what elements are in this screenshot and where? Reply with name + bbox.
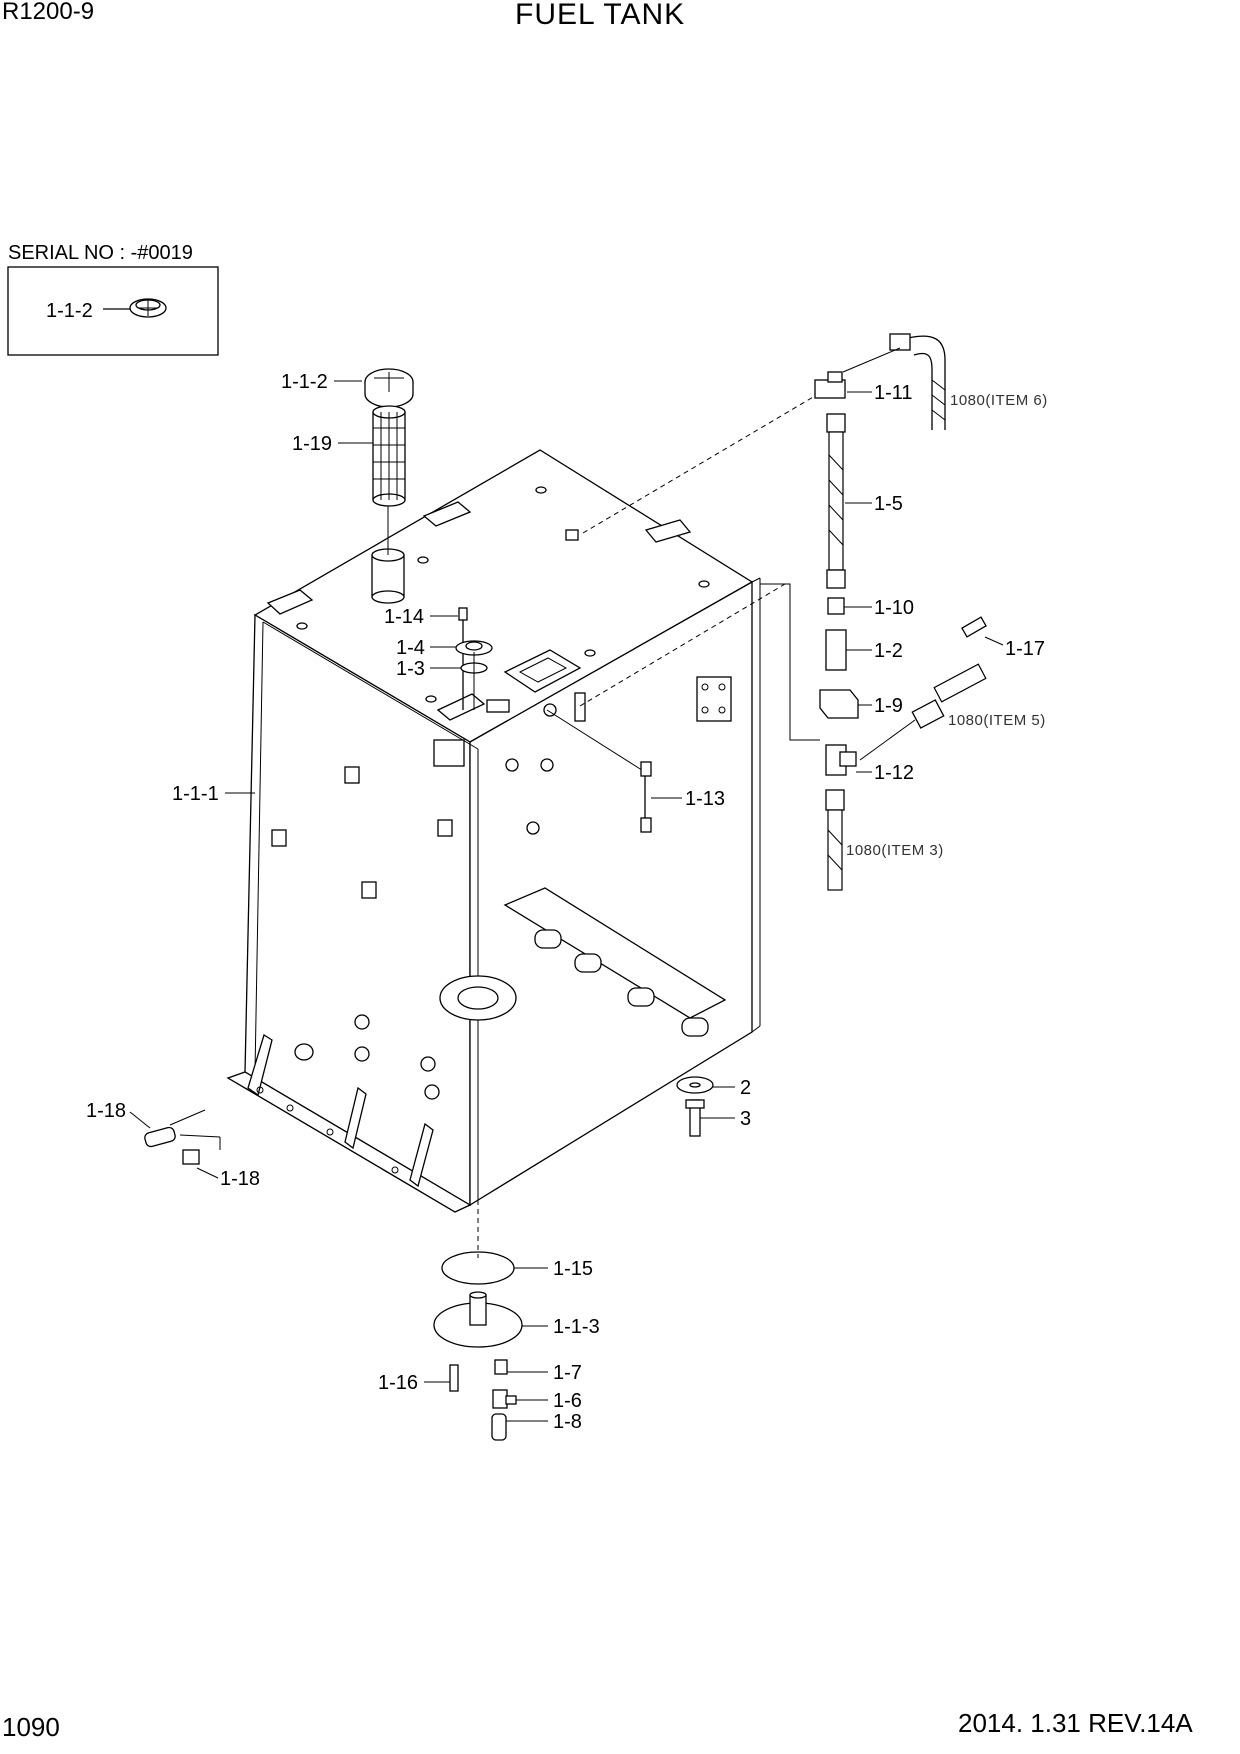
- vent-stack: [455, 607, 493, 710]
- leader-lines: [129, 380, 1004, 1422]
- label-1-17: 1-17: [1005, 638, 1045, 660]
- mounting-bar: [503, 887, 727, 1037]
- label-1-9: 1-9: [874, 695, 903, 717]
- part-labels: 1-1-2 1-19 1-14 1-4 1-3 1-1-1 1-11 1-5 1…: [86, 371, 1048, 1433]
- filler-cap-assembly: [364, 368, 414, 507]
- label-1-5: 1-5: [874, 493, 903, 515]
- label-1-1-3: 1-1-3: [553, 1316, 600, 1338]
- page-number: 1090: [2, 1712, 60, 1742]
- reference-item-3: 1080(ITEM 3): [846, 842, 944, 859]
- label-1-3: 1-3: [396, 658, 425, 680]
- page-title: FUEL TANK: [515, 0, 686, 31]
- right-piping: [814, 333, 987, 891]
- label-1-10: 1-10: [874, 597, 914, 619]
- label-3: 3: [740, 1108, 751, 1130]
- washer-bolt: [676, 1076, 714, 1137]
- gussets: [247, 1033, 434, 1188]
- label-1-2: 1-2: [874, 640, 903, 662]
- label-1-18-lower: 1-18: [220, 1168, 260, 1190]
- drain-flange: [439, 975, 517, 1021]
- label-1-4: 1-4: [396, 637, 425, 659]
- label-1-14: 1-14: [384, 606, 424, 628]
- serial-inset-box: 1-1-2: [7, 266, 219, 356]
- label-1-1-2: 1-1-2: [281, 371, 328, 393]
- label-1-11: 1-11: [874, 382, 913, 404]
- fuel-cap-icon: [129, 298, 167, 318]
- fuel-tank-body: [226, 449, 761, 1213]
- level-gauge: [546, 709, 652, 833]
- top-face-fittings: [266, 486, 710, 721]
- drain-plugs: [144, 1109, 221, 1165]
- label-1-19: 1-19: [292, 433, 332, 455]
- reference-item-5: 1080(ITEM 5): [948, 712, 1046, 729]
- label-1-12: 1-12: [874, 762, 914, 784]
- label-1-6: 1-6: [553, 1390, 582, 1412]
- side-bosses: [271, 676, 732, 1100]
- label-1-15: 1-15: [553, 1258, 593, 1280]
- label-2: 2: [740, 1077, 751, 1099]
- label-1-16: 1-16: [378, 1372, 418, 1394]
- reference-item-6: 1080(ITEM 6): [950, 392, 1048, 409]
- revision-date: 2014. 1.31 REV.14A: [958, 1708, 1193, 1738]
- label-1-13: 1-13: [685, 788, 725, 810]
- serial-number-label: SERIAL NO : -#0019: [8, 242, 193, 264]
- label-1-1-1: 1-1-1: [172, 783, 219, 805]
- serial-part-label: 1-1-2: [46, 300, 93, 322]
- label-1-18-upper: 1-18: [86, 1100, 126, 1122]
- model-number: R1200-9: [2, 0, 95, 25]
- label-1-7: 1-7: [553, 1362, 582, 1384]
- bottom-drain-parts: [433, 1251, 523, 1441]
- label-1-8: 1-8: [553, 1411, 582, 1433]
